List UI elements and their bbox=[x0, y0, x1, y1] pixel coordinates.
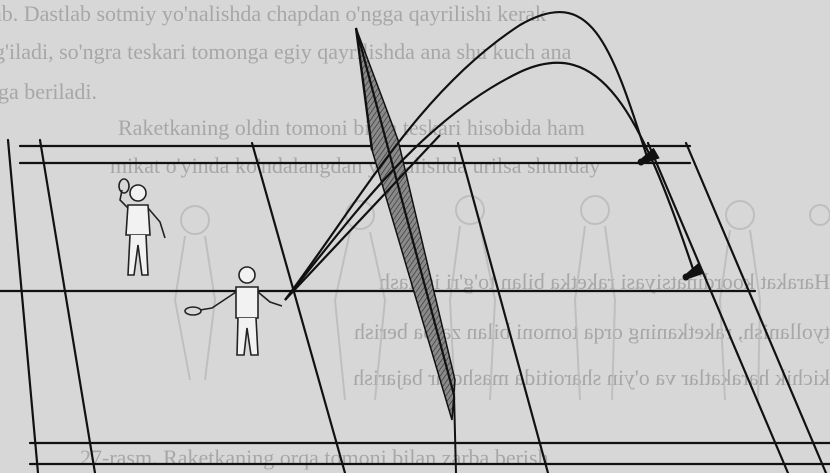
net-top-tape bbox=[354, 27, 374, 151]
trajectory-inner bbox=[284, 61, 697, 301]
right-sideline-outer bbox=[684, 141, 828, 473]
right-service-line bbox=[456, 141, 550, 473]
bleed-text-line-5: mikat o'yinda ko'ndalangdan yo'nalishda … bbox=[110, 154, 601, 178]
left-service-line bbox=[250, 141, 347, 473]
bleed-text-line-2: g'iladi, so'ngra teskari tomonga egiy qa… bbox=[0, 40, 572, 64]
shuttle-trajectories bbox=[284, 11, 697, 301]
left-sideline-inner bbox=[38, 138, 97, 473]
racket-icon bbox=[184, 306, 202, 316]
net bbox=[354, 27, 457, 473]
shuttlecock-icon bbox=[682, 262, 705, 281]
bleed-text-line-1: ab. Dastlab sotmiy yo'nalishda chapdan o… bbox=[0, 2, 547, 26]
ghost-figures bbox=[173, 195, 830, 401]
left-sideline-outer bbox=[6, 138, 40, 473]
bleed-text-line-3: ga beriladi. bbox=[0, 80, 97, 104]
trajectory-flat bbox=[284, 134, 441, 301]
racket-icon bbox=[118, 178, 130, 194]
shuttlecock-icon bbox=[637, 147, 660, 166]
right-sideline-inner bbox=[646, 141, 790, 473]
trajectory-outer bbox=[284, 11, 650, 301]
net-post-bottom bbox=[453, 394, 457, 473]
court-lines bbox=[0, 138, 830, 473]
net-post bbox=[354, 27, 456, 396]
bleed-text-line-4: Raketkaning oldin tomoni bilan teskari h… bbox=[118, 116, 585, 140]
near-player-figure bbox=[184, 266, 283, 356]
far-player-figure bbox=[118, 178, 166, 276]
